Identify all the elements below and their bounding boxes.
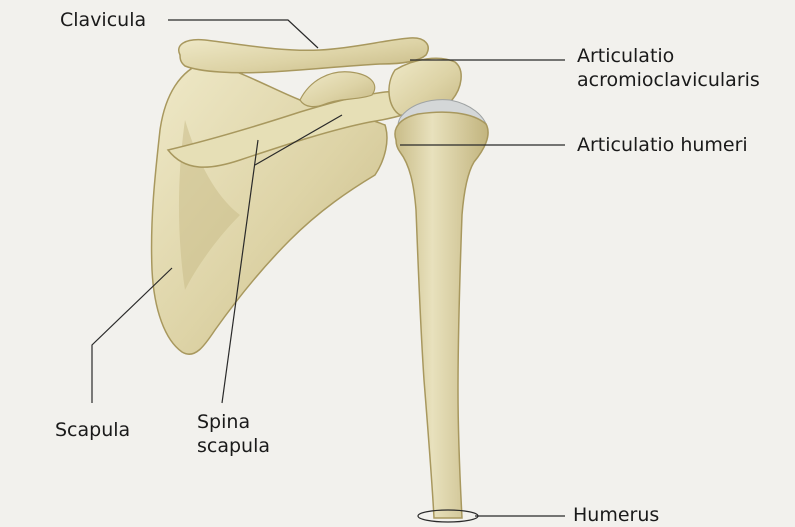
label-spina-line1: Spina <box>197 410 270 434</box>
humerus-bone <box>395 112 488 518</box>
label-clavicula: Clavicula <box>60 8 146 32</box>
label-spina-line2: scapula <box>197 434 270 458</box>
label-spina-scapula: Spina scapula <box>197 410 270 458</box>
label-artic-ac-line2: acromioclavicularis <box>577 68 760 92</box>
label-articulatio-humeri: Articulatio humeri <box>577 133 748 157</box>
clavicle-bone <box>179 38 428 73</box>
label-articulatio-acromioclavicularis: Articulatio acromioclavicularis <box>577 44 760 92</box>
label-humerus: Humerus <box>573 503 659 527</box>
label-artic-ac-line1: Articulatio <box>577 44 760 68</box>
label-scapula: Scapula <box>55 418 130 442</box>
